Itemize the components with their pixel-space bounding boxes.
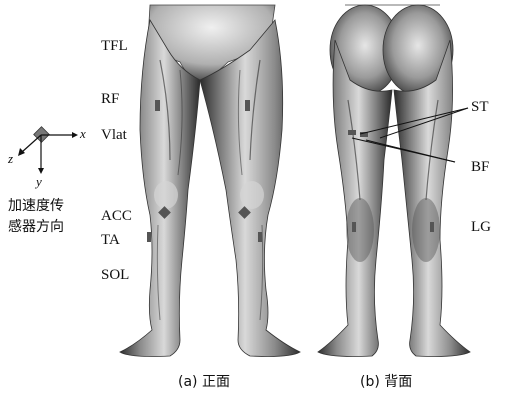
sensor-lg-right <box>430 222 434 232</box>
sensor-direction-line2: 感器方向 <box>8 217 64 237</box>
sensor-rf-left <box>155 100 160 111</box>
label-sol: SOL <box>101 268 129 283</box>
axis-z-label: z <box>8 152 13 165</box>
sensor-rf-right <box>245 100 250 111</box>
label-tfl: TFL <box>101 39 128 54</box>
front-view-legs <box>120 5 300 357</box>
label-bf: BF <box>471 160 489 175</box>
sensor-ta-right <box>258 232 262 242</box>
label-lg: LG <box>471 220 491 235</box>
caption-front: (a) 正面 <box>178 371 230 391</box>
sensor-direction-line1: 加速度传 <box>8 196 64 216</box>
axis-indicator <box>18 127 78 174</box>
label-st: ST <box>471 100 489 115</box>
label-rf: RF <box>101 92 119 107</box>
label-acc: ACC <box>101 209 132 224</box>
axis-x-label: x <box>80 127 86 140</box>
sensor-lg-left <box>352 222 356 232</box>
axis-y-label: y <box>36 175 42 188</box>
label-ta: TA <box>101 233 120 248</box>
label-vlat: Vlat <box>101 128 127 143</box>
sensor-bf-left <box>348 130 356 135</box>
caption-back: (b) 背面 <box>360 371 412 391</box>
back-view-legs <box>318 5 470 357</box>
sensor-ta-left <box>147 232 151 242</box>
